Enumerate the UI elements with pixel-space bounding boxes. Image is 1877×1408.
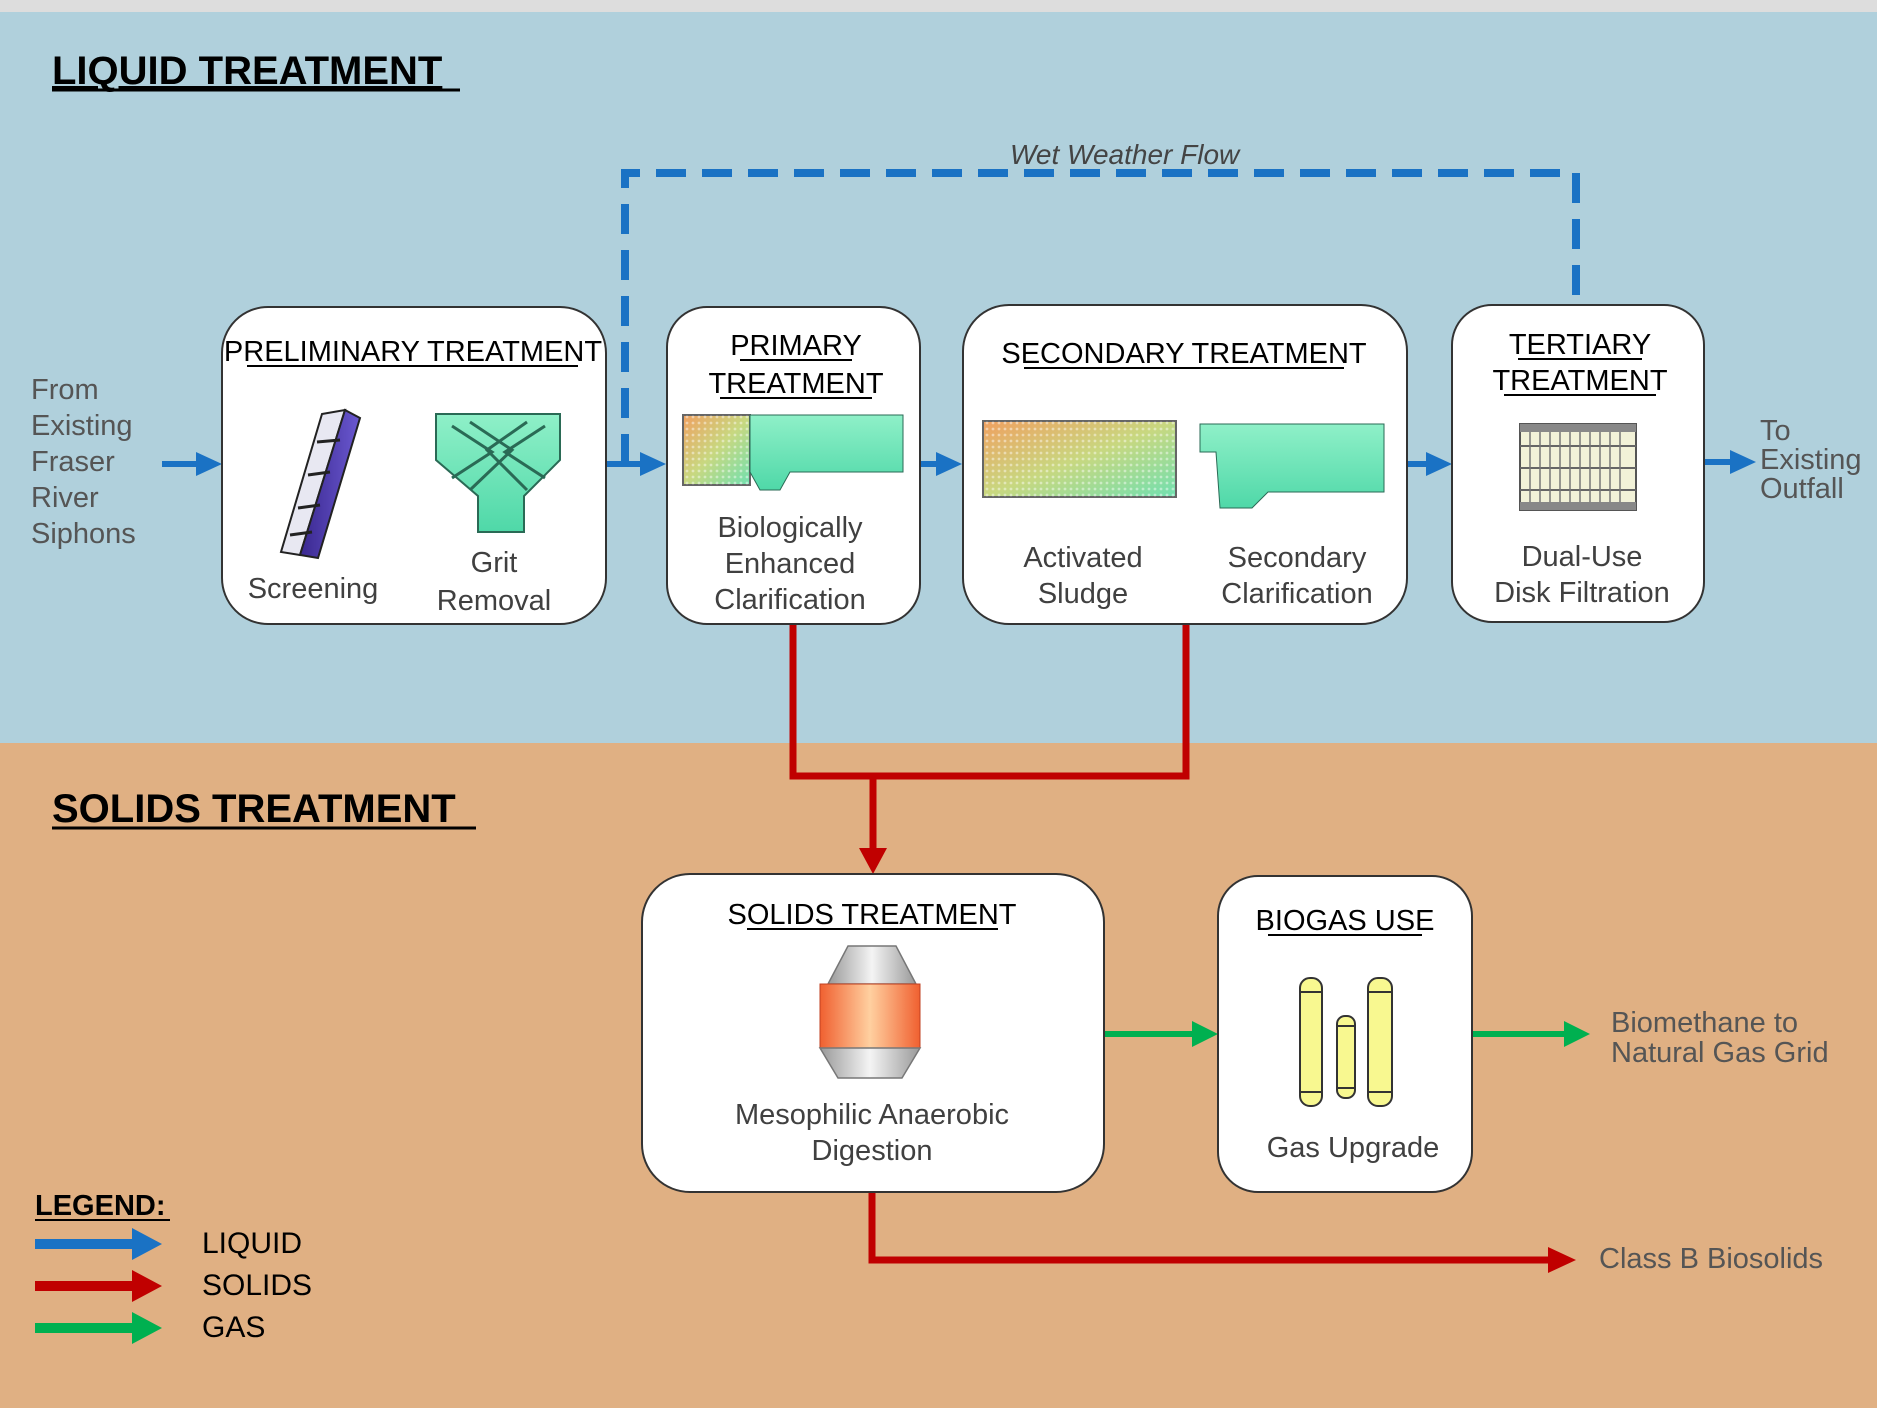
secondary-title: SECONDARY TREATMENT — [1001, 338, 1367, 370]
biomethane-label-line-1: Biomethane to — [1611, 1007, 1798, 1039]
from-siphons-label: From Existing Fraser River Siphons — [31, 374, 136, 550]
from-line-1: From — [31, 374, 99, 406]
biosolids-line — [868, 1192, 1552, 1264]
secondary-clar-line-2: Clarification — [1221, 578, 1373, 610]
legend-gas-swatch — [35, 1323, 135, 1333]
biosolids-arrowhead — [1548, 1247, 1576, 1273]
legend-title: LEGEND: — [35, 1190, 166, 1222]
grit-label-line-1: Grit — [471, 547, 518, 579]
legend-gas-arrowhead — [132, 1312, 162, 1344]
arrowhead-to-outfall — [1730, 450, 1756, 474]
activated-sludge-icon — [982, 420, 1177, 498]
to-line-1: To — [1760, 415, 1791, 447]
digester-icon — [818, 945, 922, 1079]
disk-filtration-line-2: Disk Filtration — [1494, 577, 1670, 609]
secondary-clarifier-icon — [1199, 423, 1385, 509]
legend-liquid-arrowhead — [132, 1228, 162, 1260]
legend-gas-label: GAS — [202, 1311, 265, 1344]
top-strip — [0, 0, 1877, 12]
primary-title-line-2: TREATMENT — [708, 368, 883, 400]
legend-solids-label: SOLIDS — [202, 1269, 312, 1302]
gas-upgrade-icon — [1299, 977, 1393, 1107]
primary-treatment-box: PRIMARY TREATMENT Biologically Enhanced … — [666, 306, 921, 625]
legend: LEGEND: LIQUID SOLIDS GAS — [35, 1190, 312, 1344]
legend-liquid: LIQUID — [35, 1227, 302, 1260]
legend-liquid-swatch — [35, 1239, 135, 1249]
legend-liquid-label: LIQUID — [202, 1227, 302, 1260]
to-outfall-label: To Existing Outfall — [1760, 415, 1862, 505]
solids-section-heading: SOLIDS TREATMENT — [52, 787, 456, 831]
to-line-3: Outfall — [1760, 473, 1844, 505]
gas-arrowhead-2 — [1564, 1021, 1590, 1047]
screening-icon — [279, 408, 362, 560]
tertiary-title-line-1: TERTIARY — [1509, 329, 1651, 361]
sludge-arrowhead — [859, 848, 887, 874]
biosolids-label: Class B Biosolids — [1599, 1243, 1823, 1275]
preliminary-title: PRELIMINARY TREATMENT — [224, 336, 602, 368]
grit-removal-icon — [435, 413, 561, 533]
gas-flow-lines — [1104, 1021, 1590, 1047]
arrowhead-into-preliminary — [196, 452, 222, 476]
tertiary-treatment-box: TERTIARY TREATMENT Dual-Use Disk Filtrat… — [1451, 304, 1705, 623]
liquid-section-heading: LIQUID TREATMENT — [52, 49, 442, 93]
solids-treatment-box: SOLIDS TREATMENT Mesophilic Anaerobic Di… — [641, 873, 1105, 1193]
biogas-box-title: BIOGAS USE — [1256, 905, 1435, 937]
screening-label: Screening — [248, 573, 379, 605]
bec-label-line-2: Enhanced — [725, 548, 856, 580]
arrowhead-prelim-to-primary — [640, 452, 666, 476]
liquid-arrows — [162, 450, 1756, 476]
legend-solids-swatch — [35, 1281, 135, 1291]
legend-gas: GAS — [35, 1311, 265, 1344]
biogas-use-box: BIOGAS USE Gas Upgrade — [1217, 875, 1473, 1193]
legend-solids-arrowhead — [132, 1270, 162, 1302]
tertiary-title-line-2: TREATMENT — [1492, 365, 1667, 397]
legend-solids: SOLIDS — [35, 1269, 312, 1302]
digestion-label-line-2: Digestion — [812, 1135, 933, 1167]
secondary-clar-line-1: Secondary — [1228, 542, 1367, 574]
disk-filtration-line-1: Dual-Use — [1522, 541, 1643, 573]
solids-flow-lines — [789, 624, 1576, 1273]
bec-label-line-1: Biologically — [717, 512, 863, 544]
gas-arrowhead-1 — [1192, 1021, 1218, 1047]
disk-filter-icon — [1519, 423, 1637, 511]
activated-sludge-line-1: Activated — [1023, 542, 1142, 574]
preliminary-treatment-box: PRELIMINARY TREATMENT Screening Grit Rem… — [221, 306, 607, 625]
activated-sludge-line-2: Sludge — [1038, 578, 1128, 610]
primary-title-line-1: PRIMARY — [730, 330, 862, 362]
biomethane-label-line-2: Natural Gas Grid — [1611, 1037, 1829, 1069]
digestion-label-line-1: Mesophilic Anaerobic — [735, 1099, 1009, 1131]
solids-box-title: SOLIDS TREATMENT — [728, 899, 1017, 931]
arrowhead-primary-to-secondary — [936, 452, 962, 476]
to-line-2: Existing — [1760, 444, 1862, 476]
gas-upgrade-label: Gas Upgrade — [1267, 1132, 1440, 1164]
wet-weather-label: Wet Weather Flow — [1010, 139, 1241, 170]
wet-weather-bypass-line — [621, 169, 1580, 464]
secondary-box-frame — [962, 304, 1408, 625]
from-line-4: River — [31, 482, 99, 514]
secondary-treatment-box: SECONDARY TREATMENT Activated Sludge Sec… — [962, 304, 1408, 625]
from-line-3: Fraser — [31, 446, 115, 478]
from-line-2: Existing — [31, 410, 133, 442]
from-line-5: Siphons — [31, 518, 136, 550]
bec-clarifier-icon — [682, 414, 904, 491]
grit-label-line-2: Removal — [437, 585, 551, 617]
arrowhead-secondary-to-tertiary — [1426, 452, 1452, 476]
bec-label-line-3: Clarification — [714, 584, 866, 616]
sludge-collection-line — [789, 624, 1190, 780]
